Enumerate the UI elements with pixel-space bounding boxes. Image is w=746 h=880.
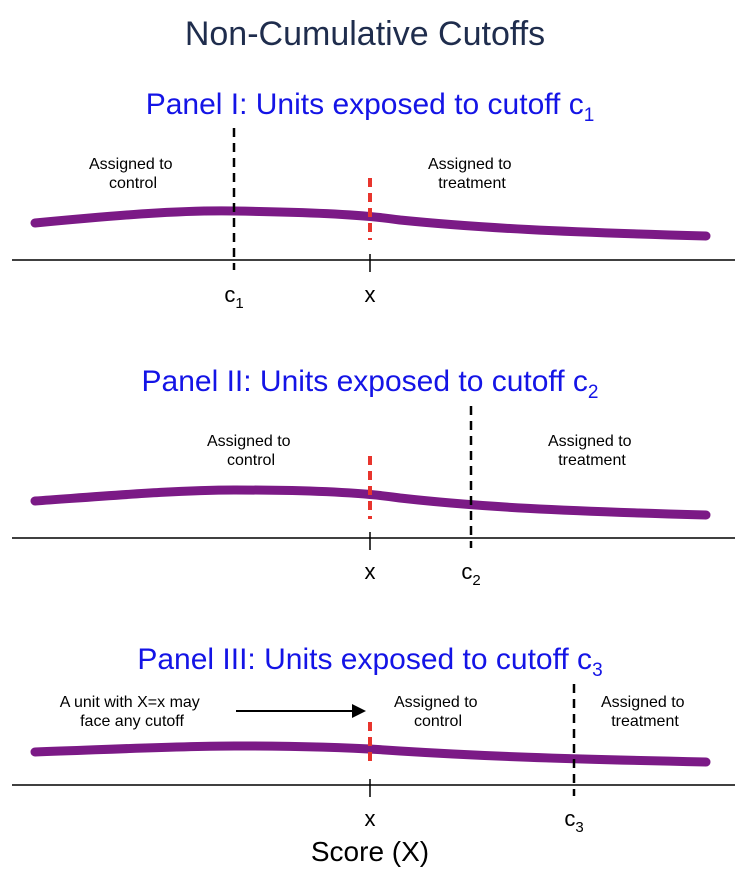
panel-1-score-label: x xyxy=(365,282,376,307)
panel-2-treatment-label: Assigned to treatment xyxy=(548,433,636,469)
panel-2: Panel II: Units exposed to cutoff c2 Ass… xyxy=(12,365,735,589)
panel-3-title: Panel III: Units exposed to cutoff c3 xyxy=(137,643,602,681)
panel-3-density-curve xyxy=(30,741,711,767)
panel-1-title: Panel I: Units exposed to cutoff c1 xyxy=(146,88,595,126)
panel-3-note-label: A unit with X=x may face any cutoff xyxy=(60,694,205,730)
main-title: Non-Cumulative Cutoffs xyxy=(185,15,545,53)
panel-2-density-curve xyxy=(30,485,711,520)
panel-2-title: Panel II: Units exposed to cutoff c2 xyxy=(142,365,599,403)
panel-3: Panel III: Units exposed to cutoff c3 A … xyxy=(12,643,735,836)
panel-3-score-label: x xyxy=(365,806,376,831)
panel-1-control-label: Assigned to control xyxy=(89,156,177,192)
panel-1-cutoff-label: c1 xyxy=(224,282,243,312)
panel-2-cutoff-label: c2 xyxy=(461,559,480,589)
arrow-head-icon xyxy=(352,704,366,718)
x-axis-title: Score (X) xyxy=(311,836,429,867)
panel-1-density-curve xyxy=(30,206,711,241)
panel-2-score-label: x xyxy=(365,559,376,584)
panel-3-treatment-label: Assigned to treatment xyxy=(601,694,689,730)
panel-1: Panel I: Units exposed to cutoff c1 Assi… xyxy=(12,88,735,312)
panel-1-treatment-label: Assigned to treatment xyxy=(428,156,516,192)
panel-3-cutoff-label: c3 xyxy=(564,806,583,836)
panel-2-control-label: Assigned to control xyxy=(207,433,295,469)
panel-3-control-label: Assigned to control xyxy=(394,694,482,730)
